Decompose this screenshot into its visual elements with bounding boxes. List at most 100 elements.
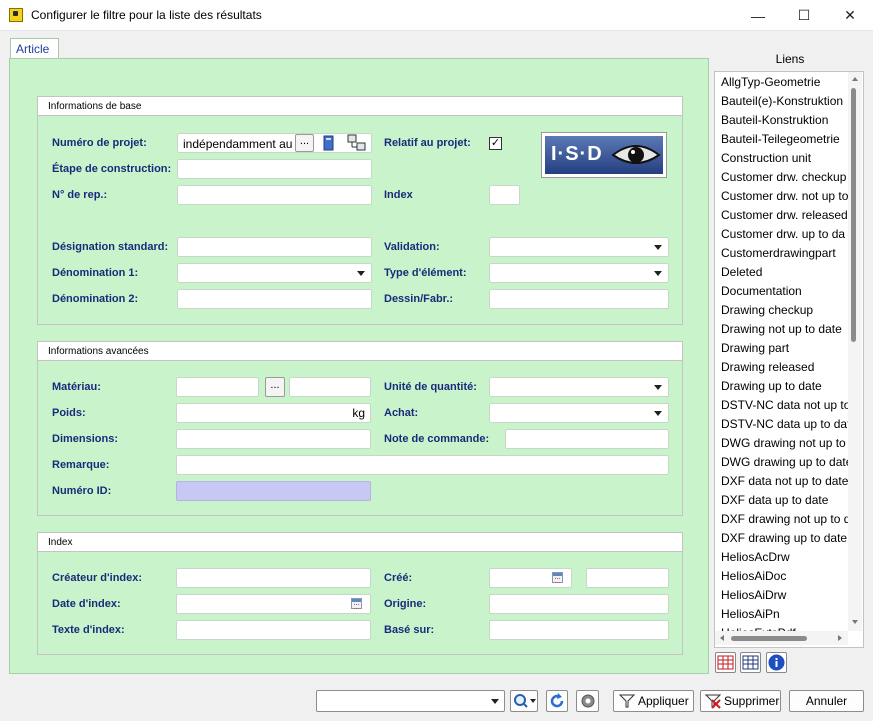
tab-article[interactable]: Article: [10, 38, 59, 59]
list-item[interactable]: DWG drawing up to date: [721, 455, 849, 469]
project-network-icon[interactable]: [347, 134, 367, 152]
standard-designation-field[interactable]: [177, 237, 372, 257]
refresh-icon: [550, 693, 564, 708]
list-item[interactable]: Drawing checkup: [721, 303, 814, 317]
filter-preset-dropdown[interactable]: [316, 690, 505, 712]
drawing-field[interactable]: [489, 289, 669, 309]
vertical-scroll-thumb[interactable]: [851, 88, 856, 342]
index-date-label: Date d'index:: [52, 598, 121, 610]
calendar-icon[interactable]: [351, 598, 362, 609]
dimensions-field[interactable]: [176, 429, 371, 449]
list-item[interactable]: Customer drw. checkup: [721, 170, 847, 184]
list-item[interactable]: DSTV-NC data up to dat: [721, 417, 849, 431]
list-item[interactable]: Bauteil(e)-Konstruktion: [721, 94, 844, 108]
created-from-field[interactable]: [489, 568, 572, 588]
list-item[interactable]: HeliosAcDrw: [721, 550, 790, 564]
isd-logo: I·S·D: [541, 132, 667, 178]
order-note-field[interactable]: [505, 429, 669, 449]
cancel-button[interactable]: Annuler: [789, 690, 864, 712]
list-item[interactable]: HeliosAiPn: [721, 607, 780, 621]
list-item[interactable]: Construction unit: [721, 151, 812, 165]
scroll-up-icon[interactable]: [852, 77, 858, 81]
index-text-field[interactable]: [176, 620, 371, 640]
calendar-icon[interactable]: [552, 572, 563, 583]
list-item[interactable]: Customer drw. up to da: [721, 227, 846, 241]
list-item[interactable]: Documentation: [721, 284, 802, 298]
material-field[interactable]: [176, 377, 259, 397]
denomination1-dropdown[interactable]: [177, 263, 372, 283]
info-icon[interactable]: [766, 652, 787, 673]
list-item[interactable]: Drawing part: [721, 341, 790, 355]
chevron-down-icon: [357, 271, 365, 276]
list-item[interactable]: DSTV-NC data not up to: [721, 398, 849, 412]
material-browse-button[interactable]: ...: [265, 377, 285, 397]
list-item[interactable]: HeliosExtsPdf: [721, 624, 849, 631]
list-item[interactable]: Drawing released: [721, 360, 815, 374]
project-number-field[interactable]: indépendamment au: [177, 133, 372, 153]
validation-label: Validation:: [384, 241, 440, 253]
material-field-2[interactable]: [289, 377, 371, 397]
remark-field[interactable]: [176, 455, 669, 475]
list-item[interactable]: HeliosAiDoc: [721, 569, 787, 583]
list-item[interactable]: Customer drw. released: [721, 208, 848, 222]
maximize-button[interactable]: ☐: [797, 7, 811, 23]
quantity-unit-dropdown[interactable]: [489, 377, 669, 397]
id-field[interactable]: [176, 481, 371, 501]
list-item[interactable]: Deleted: [721, 265, 763, 279]
list-item[interactable]: Bauteil-Teilegeometrie: [721, 132, 840, 146]
close-button[interactable]: ✕: [844, 7, 856, 23]
scroll-down-icon[interactable]: [852, 620, 858, 624]
purchase-label: Achat:: [384, 407, 419, 419]
project-relative-checkbox[interactable]: ✓: [489, 137, 502, 150]
construction-stage-field[interactable]: [177, 159, 372, 179]
validation-dropdown[interactable]: [489, 237, 669, 257]
index-field[interactable]: [489, 185, 520, 205]
apply-button[interactable]: Appliquer: [613, 690, 694, 712]
list-item[interactable]: DXF data up to date: [721, 493, 829, 507]
index-creator-label: Créateur d'index:: [52, 572, 143, 584]
list-item[interactable]: Drawing up to date: [721, 379, 822, 393]
liens-list[interactable]: AllgTyp-Geometrie Bauteil(e)-Konstruktio…: [714, 71, 864, 648]
based-on-field[interactable]: [489, 620, 669, 640]
list-item[interactable]: Drawing not up to date: [721, 322, 842, 336]
list-item[interactable]: DXF drawing not up to d: [721, 512, 849, 526]
list-item[interactable]: Customerdrawingpart: [721, 246, 836, 260]
eye-icon: [611, 145, 661, 164]
origin-field[interactable]: [489, 594, 669, 614]
list-item[interactable]: AllgTyp-Geometrie: [721, 75, 821, 89]
list-item[interactable]: DXF data not up to date: [721, 474, 849, 488]
project-browse-button[interactable]: ...: [295, 134, 314, 152]
title-bar: Configurer le filtre pour la liste des r…: [0, 0, 873, 31]
list-item[interactable]: DWG drawing not up to: [721, 436, 846, 450]
table-blue-icon[interactable]: [740, 652, 761, 673]
list-item[interactable]: Bauteil-Konstruktion: [721, 113, 829, 127]
denomination2-field[interactable]: [177, 289, 372, 309]
project-book-icon[interactable]: [322, 135, 336, 151]
minimize-button[interactable]: —: [751, 7, 765, 24]
origin-label: Origine:: [384, 598, 427, 610]
index-creator-field[interactable]: [176, 568, 371, 588]
scroll-left-icon[interactable]: [720, 635, 724, 641]
scroll-right-icon[interactable]: [838, 635, 842, 641]
index-date-field[interactable]: [176, 594, 371, 614]
chevron-down-icon: [654, 271, 662, 276]
main-panel: Informations de base Numéro de projet: i…: [9, 58, 709, 674]
settings-button[interactable]: [576, 690, 599, 712]
list-item[interactable]: HeliosAiDrw: [721, 588, 787, 602]
chevron-down-icon: [654, 411, 662, 416]
dimensions-label: Dimensions:: [52, 433, 119, 445]
weight-field[interactable]: kg: [176, 403, 371, 423]
delete-button[interactable]: Supprimer: [700, 690, 781, 712]
weight-label: Poids:: [52, 407, 86, 419]
table-red-icon[interactable]: [715, 652, 736, 673]
list-item[interactable]: DXF drawing up to date: [721, 531, 848, 545]
search-filter-button[interactable]: [510, 690, 538, 712]
created-to-field[interactable]: [586, 568, 669, 588]
rep-number-field[interactable]: [177, 185, 372, 205]
purchase-dropdown[interactable]: [489, 403, 669, 423]
refresh-button[interactable]: [546, 690, 568, 712]
element-type-dropdown[interactable]: [489, 263, 669, 283]
horizontal-scroll-thumb[interactable]: [731, 636, 807, 641]
project-number-value: indépendamment au: [183, 137, 293, 151]
list-item[interactable]: Customer drw. not up to: [721, 189, 849, 203]
